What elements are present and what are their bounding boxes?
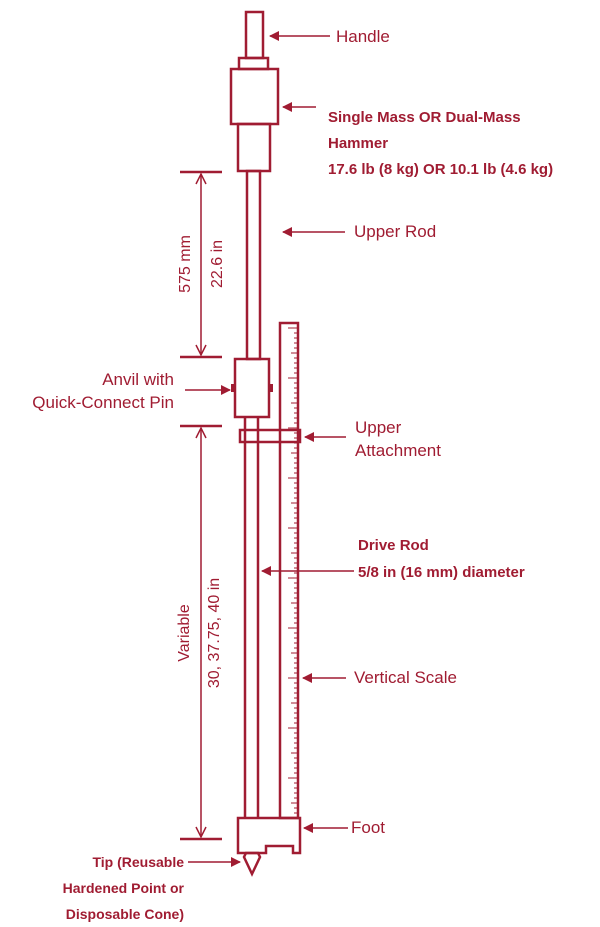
leader-arrows: [185, 31, 354, 867]
apparatus: [229, 10, 302, 877]
label-drive-rod-line1: Drive Rod: [358, 537, 429, 554]
label-handle: Handle: [336, 27, 390, 46]
upper-attachment-shape: [238, 428, 302, 444]
vertical-scale-ticks: [288, 327, 298, 814]
handle-shape: [244, 10, 265, 60]
dim-lower-arrowhead-top: [195, 426, 207, 439]
dim-upper-arrowhead-bottom: [195, 344, 207, 357]
label-drive-rod-line2: 5/8 in (16 mm) diameter: [358, 564, 525, 581]
dim-lower-label: Variable: [176, 604, 193, 662]
label-anvil-line2: Quick-Connect Pin: [32, 393, 174, 412]
tip-shape: [242, 851, 262, 877]
foot-shape: [236, 816, 302, 855]
label-foot: Foot: [351, 818, 385, 837]
anvil-pin-right: [268, 384, 273, 392]
label-tip-line1: Tip (Reusable: [92, 854, 184, 870]
label-anvil-line1: Anvil with: [102, 370, 174, 389]
label-upper-attachment-line1: Upper: [355, 418, 402, 437]
label-hammer-line1: Single Mass OR Dual-Mass: [328, 109, 521, 126]
label-tip-line2: Hardened Point or: [63, 880, 185, 896]
anvil-shape: [233, 357, 271, 419]
dim-lower-imperial: 30, 37.75, 40 in: [206, 578, 223, 688]
label-upper-rod: Upper Rod: [354, 222, 436, 241]
labels: Handle Single Mass OR Dual-Mass Hammer 1…: [32, 27, 553, 922]
label-tip-line3: Disposable Cone): [66, 906, 184, 922]
label-upper-attachment-line2: Attachment: [355, 441, 441, 460]
dim-lower-arrowhead-bottom: [195, 826, 207, 839]
label-vertical-scale: Vertical Scale: [354, 668, 457, 687]
dimension-lines: [180, 170, 222, 841]
hammer-lower-shape: [236, 122, 272, 173]
dim-upper-imperial: 22.6 in: [209, 240, 226, 288]
upper-rod-shape: [245, 169, 262, 361]
label-hammer-line3: 17.6 lb (8 kg) OR 10.1 lb (4.6 kg): [328, 161, 553, 178]
label-hammer-line2: Hammer: [328, 135, 388, 152]
hammer-shape: [229, 67, 280, 126]
dim-upper-arrowhead-top: [195, 172, 207, 185]
hammer-collar-shape: [237, 56, 270, 71]
dim-upper-metric: 575 mm: [177, 235, 194, 293]
anvil-pin-left: [231, 384, 236, 392]
